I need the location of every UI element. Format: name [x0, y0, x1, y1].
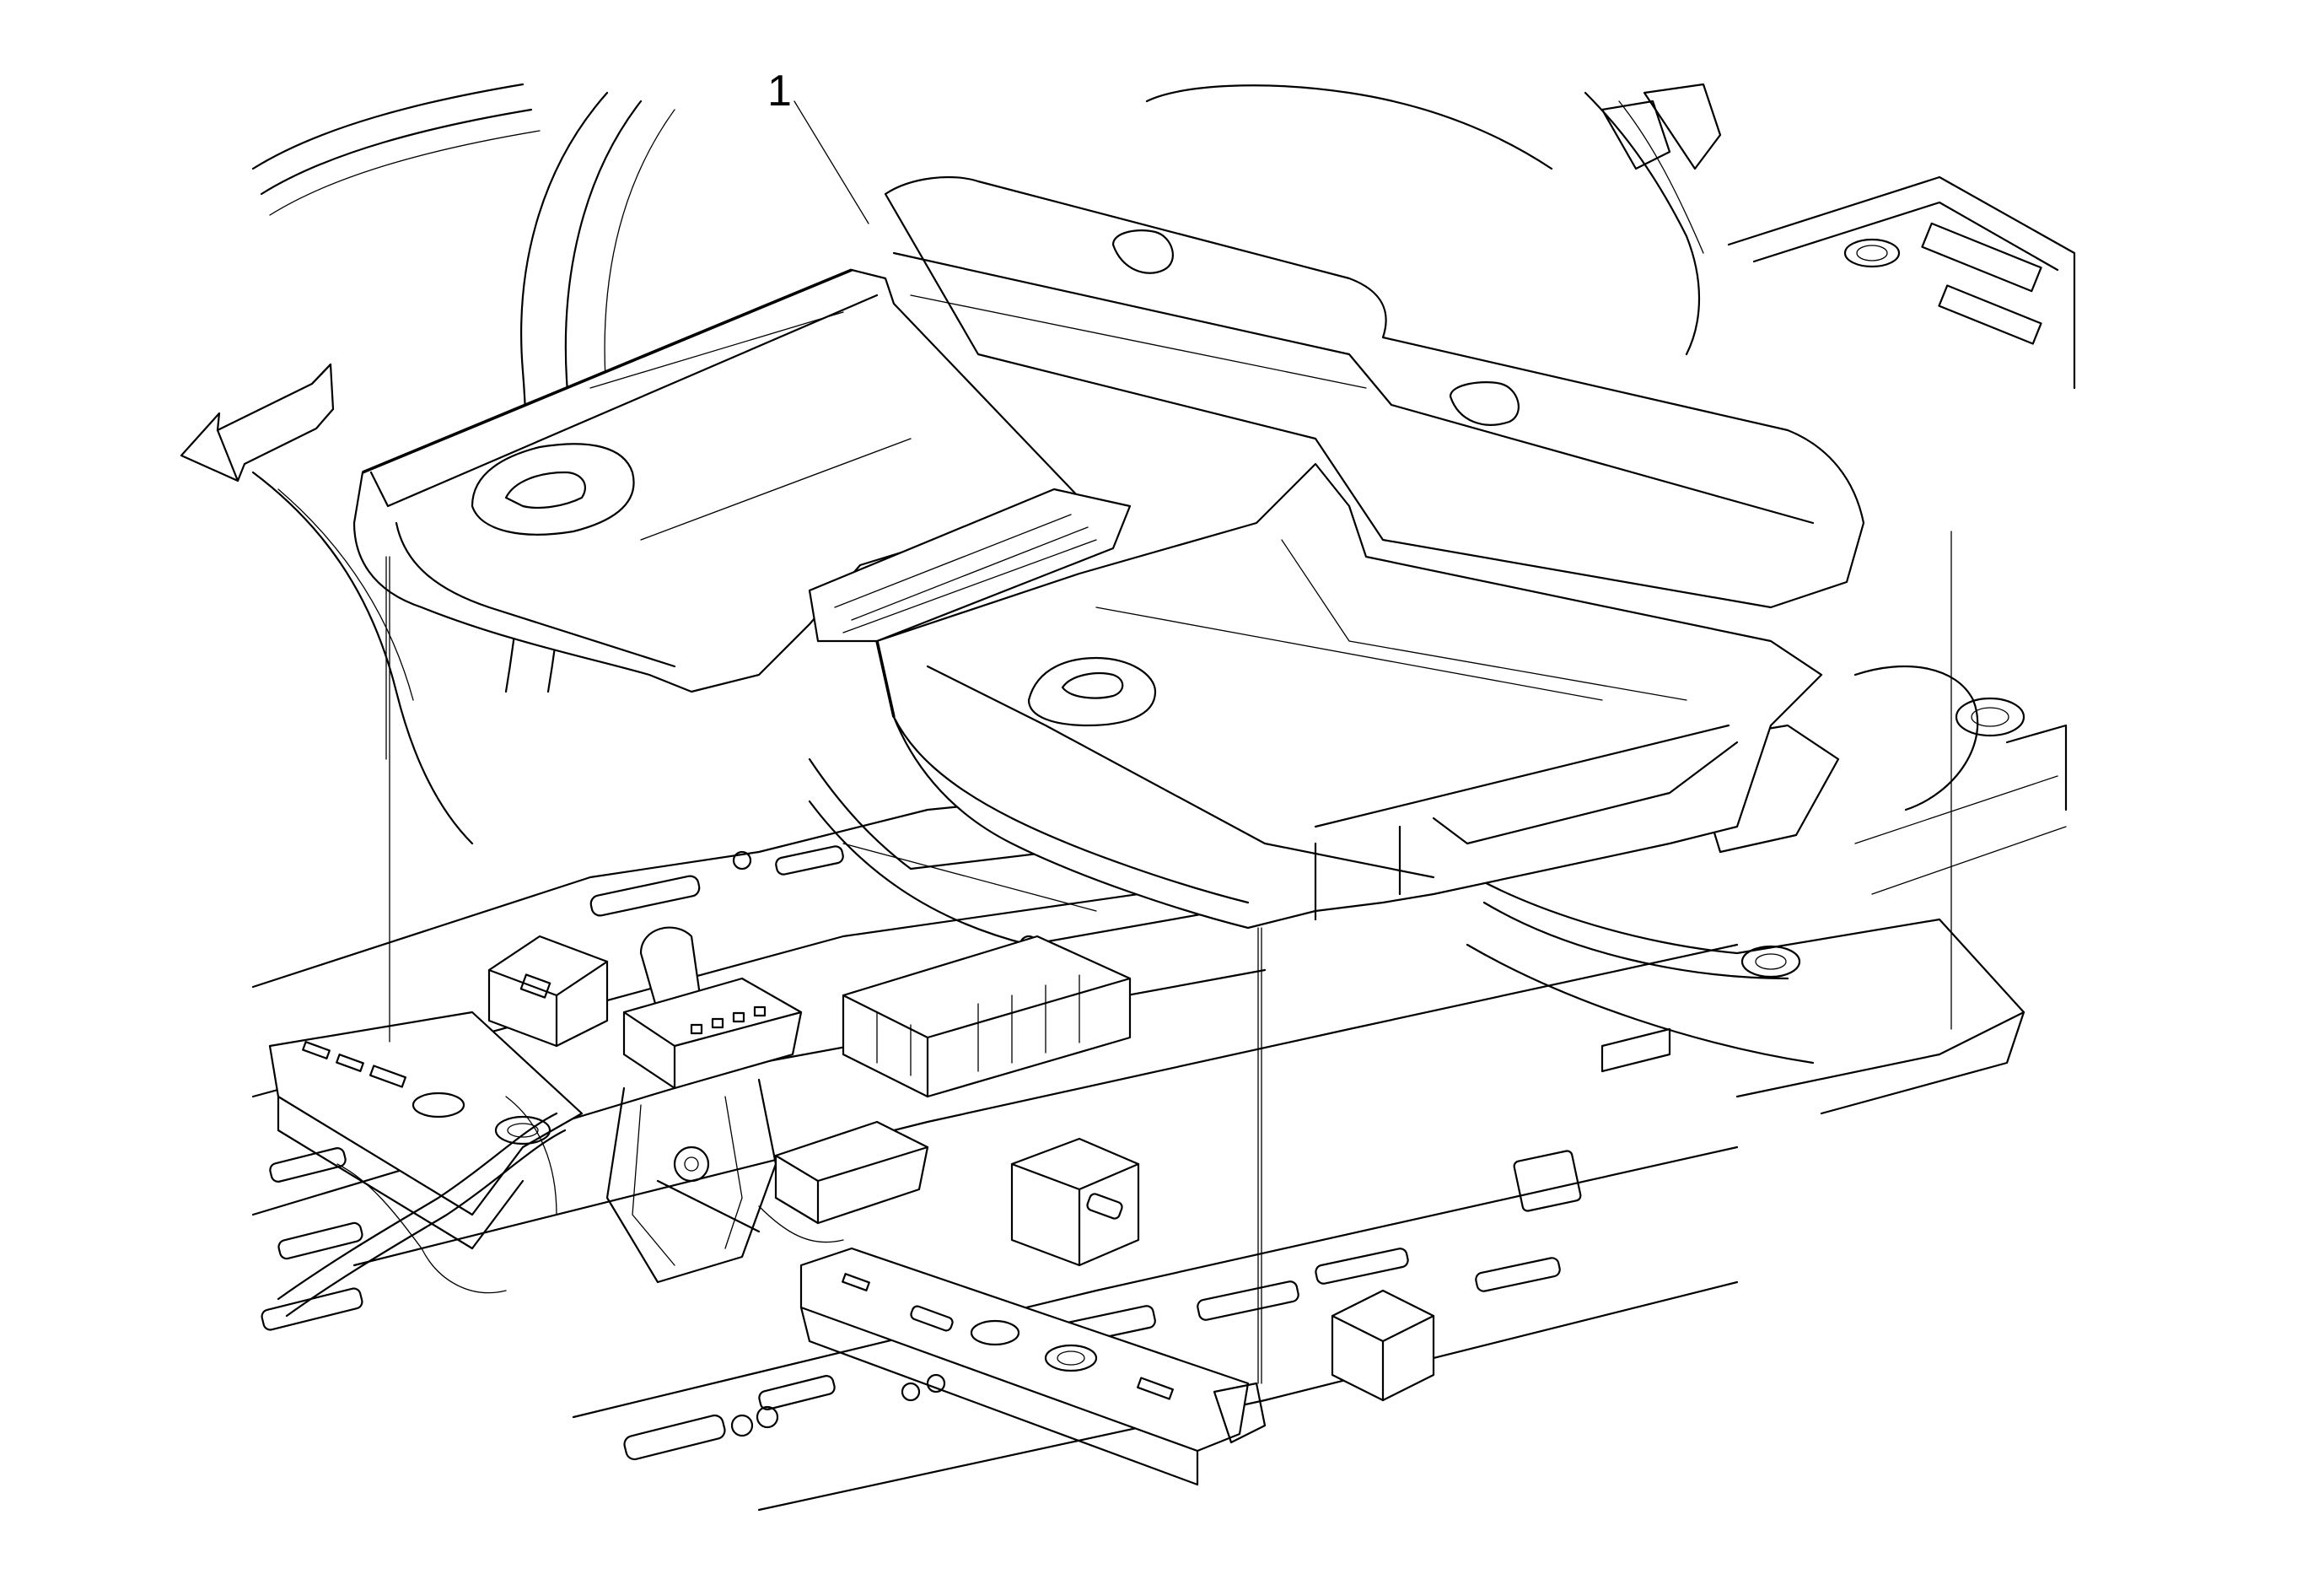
floor-slots: [261, 845, 1582, 1461]
seat-crossmember-front: [268, 1011, 584, 1250]
callout-1: 1: [767, 67, 869, 224]
callout-1-label: 1: [767, 67, 792, 116]
shifter-assembly: [605, 926, 803, 1284]
installation-guide-lines: [385, 531, 1952, 1384]
front-direction-arrow-icon: [180, 363, 335, 482]
storage-compartment-tray: [352, 175, 1865, 930]
tunnel-bracket: [774, 935, 1132, 1225]
seat-brackets: [487, 935, 1435, 1402]
wiring-harness: [277, 1096, 844, 1318]
seat-crossmember-rear: [799, 1247, 1267, 1486]
